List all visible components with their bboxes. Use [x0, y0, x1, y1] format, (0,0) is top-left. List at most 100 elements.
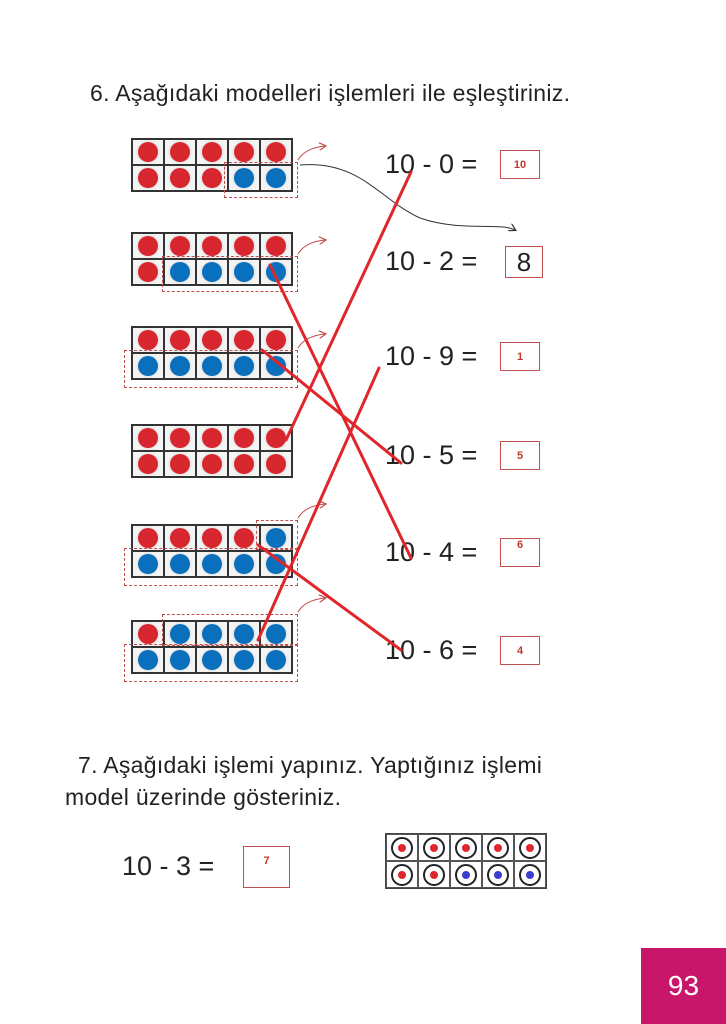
blue-counter: [138, 356, 158, 376]
match-line: [284, 170, 413, 442]
red-mark: [494, 843, 502, 852]
ten-frame: [131, 138, 293, 192]
dashed-group: [162, 614, 298, 646]
answer-box[interactable]: 1: [500, 342, 540, 371]
frame-cell: [132, 353, 164, 379]
frame-cell: [260, 647, 292, 673]
red-mark: [398, 843, 406, 852]
frame-cell: [196, 551, 228, 577]
frame-cell: [260, 327, 292, 353]
small-arrow: [297, 146, 325, 161]
red-mark: [398, 870, 406, 879]
frame-cell: [228, 425, 260, 451]
red-counter: [202, 428, 222, 448]
frame-cell: [228, 647, 260, 673]
dashed-group: [124, 350, 298, 388]
answer-box[interactable]: 10: [500, 150, 540, 179]
frame-cell: [132, 621, 164, 647]
red-counter: [138, 528, 158, 548]
answer-box-q7[interactable]: 7: [243, 846, 290, 888]
frame-cell: [260, 451, 292, 477]
frame-cell: [514, 834, 546, 861]
equation: 10 - 2 =: [385, 246, 478, 276]
dashed-group: [256, 520, 298, 550]
answer-box[interactable]: 5: [500, 441, 540, 470]
frame-cell: [132, 165, 164, 191]
frame-cell: [228, 353, 260, 379]
red-counter: [266, 236, 286, 256]
frame-cell: [228, 327, 260, 353]
frame-cell: [132, 425, 164, 451]
frame-cell: [132, 327, 164, 353]
dashed-group: [162, 256, 298, 292]
blue-counter: [234, 262, 254, 282]
red-counter: [138, 454, 158, 474]
blue-mark: [494, 870, 502, 879]
equation: 10 - 4 =: [385, 537, 478, 567]
blue-counter: [170, 356, 190, 376]
blue-counter: [202, 262, 222, 282]
match-line: [260, 348, 403, 465]
red-counter: [266, 428, 286, 448]
ten-frame: [131, 620, 293, 674]
ten-frame: [131, 326, 293, 380]
blue-counter: [234, 650, 254, 670]
red-counter: [138, 236, 158, 256]
blue-counter: [202, 356, 222, 376]
equation: 10 - 9 =: [385, 341, 478, 371]
ten-frame: [131, 424, 293, 478]
frame-cell: [132, 525, 164, 551]
red-counter: [170, 168, 190, 188]
frame-cell: [164, 233, 196, 259]
frame-cell: [260, 525, 292, 551]
frame-cell: [386, 834, 418, 861]
frame-cell: [164, 165, 196, 191]
red-counter: [170, 330, 190, 350]
dashed-group: [124, 548, 298, 586]
frame-cell: [228, 139, 260, 165]
small-arrow: [297, 334, 325, 349]
blue-counter: [266, 356, 286, 376]
circle-counter: [455, 836, 477, 859]
frame-cell: [164, 353, 196, 379]
red-counter: [170, 454, 190, 474]
blue-counter: [234, 624, 254, 644]
frame-cell: [260, 425, 292, 451]
blue-counter: [202, 650, 222, 670]
red-counter: [234, 454, 254, 474]
frame-cell: [228, 551, 260, 577]
q7-ten-frame: [385, 833, 547, 889]
equation: 10 - 5 =: [385, 440, 478, 470]
blue-counter: [138, 650, 158, 670]
answer-box[interactable]: 8: [505, 246, 543, 278]
answer-box[interactable]: 4: [500, 636, 540, 665]
blue-counter: [266, 650, 286, 670]
frame-cell: [164, 621, 196, 647]
frame-cell: [260, 353, 292, 379]
frame-cell: [228, 233, 260, 259]
red-mark: [462, 843, 470, 852]
red-counter: [234, 236, 254, 256]
circle-counter: [423, 836, 445, 859]
red-counter: [234, 142, 254, 162]
blue-counter: [202, 554, 222, 574]
red-counter: [170, 142, 190, 162]
red-mark: [430, 843, 438, 852]
match-line: [256, 543, 403, 652]
frame-cell: [482, 861, 514, 888]
small-arrow: [297, 598, 325, 613]
match-line: [256, 366, 381, 642]
answer-box[interactable]: 6: [500, 538, 540, 567]
curved-arrow: [299, 164, 515, 230]
red-counter: [170, 528, 190, 548]
circle-counter: [423, 863, 445, 886]
red-counter: [138, 262, 158, 282]
red-counter: [266, 142, 286, 162]
blue-counter: [234, 168, 254, 188]
red-counter: [138, 428, 158, 448]
frame-cell: [132, 451, 164, 477]
circle-counter: [391, 836, 413, 859]
red-counter: [202, 142, 222, 162]
circle-counter: [391, 863, 413, 886]
